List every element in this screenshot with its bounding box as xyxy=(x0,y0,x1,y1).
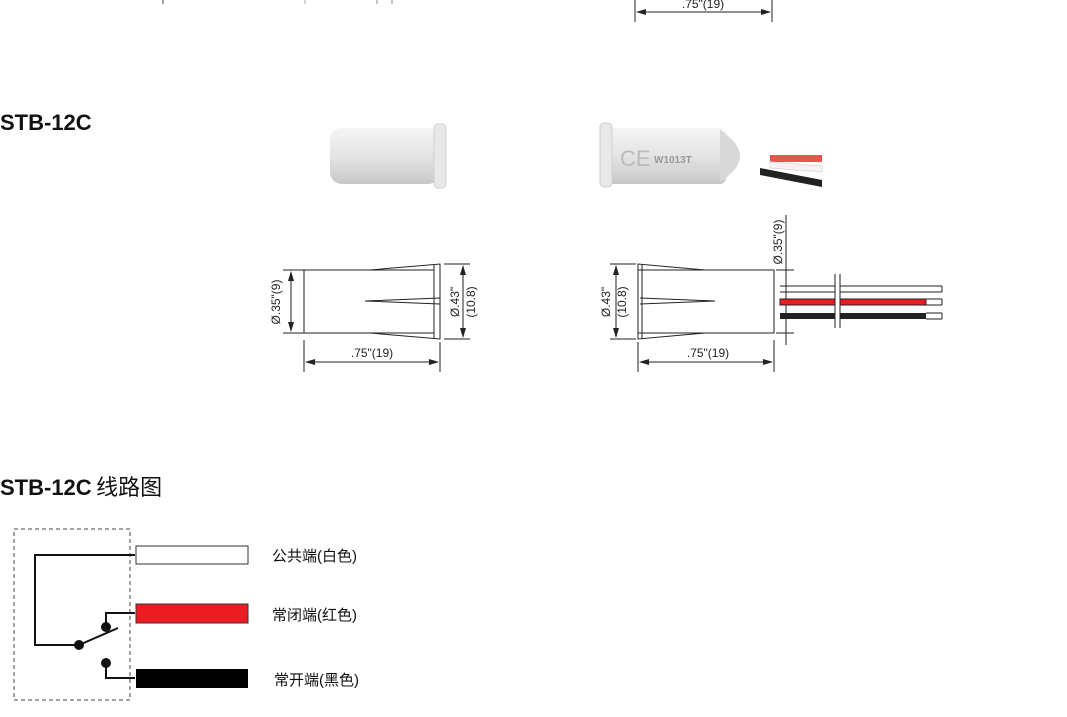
magnet-drawing xyxy=(283,263,470,372)
section1-title: STB-12C xyxy=(0,110,92,135)
section2-title: STB-12C xyxy=(0,475,92,500)
right-dia-flange: Ø.43" xyxy=(599,287,613,317)
right-length: .75"(19) xyxy=(687,346,729,360)
switch-photo: CE W1013T xyxy=(599,122,823,188)
section2-title-suffix: 线路图 xyxy=(96,475,163,500)
red-wire-drawing xyxy=(779,298,927,306)
wire-red xyxy=(135,603,249,624)
photo-marking: W1013T xyxy=(654,155,692,166)
svg-text:CE: CE xyxy=(620,146,651,171)
left-dia-body: Ø.35"(9) xyxy=(269,280,283,325)
magnet-photo xyxy=(330,123,447,189)
top-dim-label: .75"(19) xyxy=(682,0,724,11)
left-dia-flange-mm: (10.8) xyxy=(464,286,478,317)
top-dimension: .75"(19) xyxy=(162,0,773,22)
wiring-diagram xyxy=(13,528,249,701)
wire-white xyxy=(135,545,249,565)
right-dia-flange-mm: (10.8) xyxy=(615,286,629,317)
wire-black xyxy=(136,669,248,688)
left-dia-flange: Ø.43" xyxy=(448,287,462,317)
switch-drawing xyxy=(610,215,943,372)
left-length: .75"(19) xyxy=(351,346,393,360)
wire-label-no: 常开端(黑色) xyxy=(274,672,359,689)
black-wire-drawing xyxy=(780,313,926,319)
right-dia-body: Ø.35"(9) xyxy=(771,220,785,265)
wire-label-common: 公共端(白色) xyxy=(272,548,357,565)
wire-label-nc: 常闭端(红色) xyxy=(272,607,357,624)
